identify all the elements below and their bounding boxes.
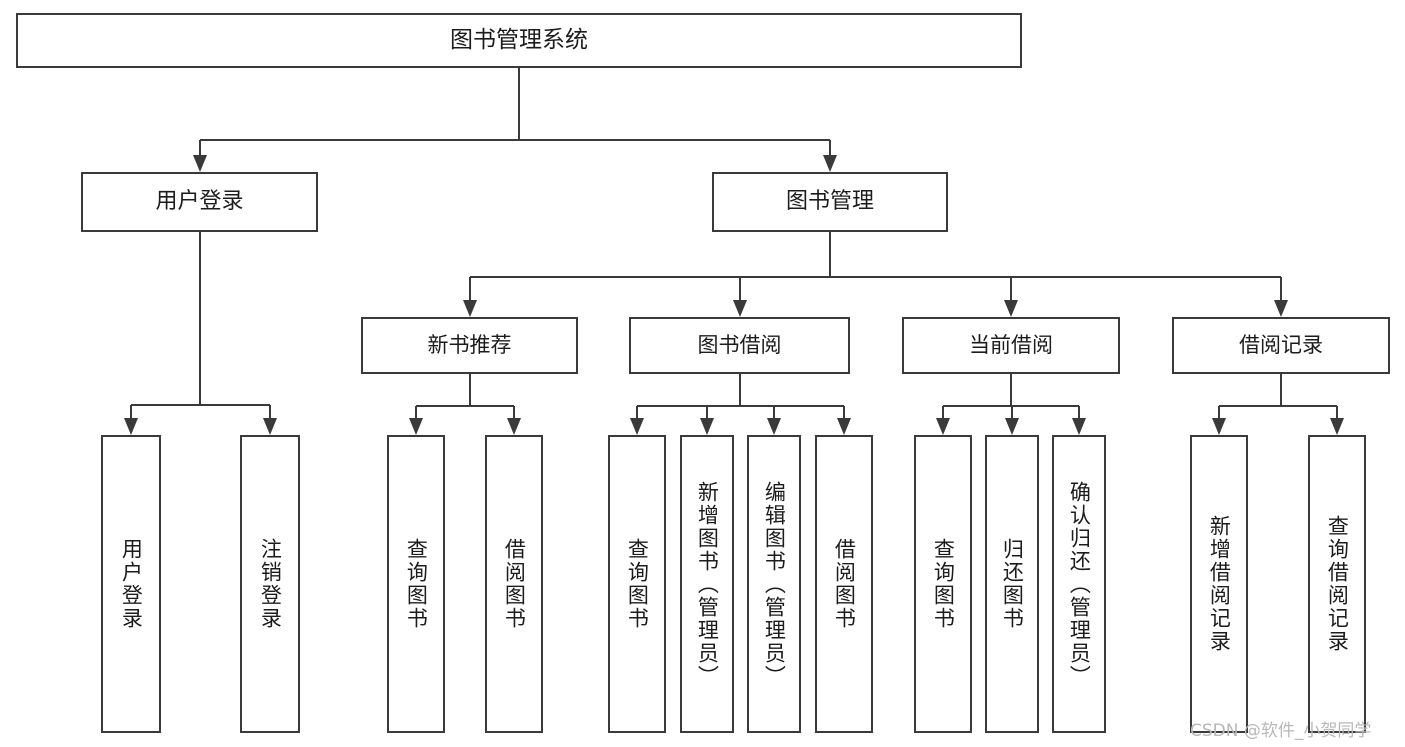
node-book-borrow-label: 图书借阅 — [697, 333, 782, 358]
node-leaf-add-book-label: 新增图书（管理员） — [695, 480, 720, 688]
node-leaf-user-login[interactable]: 用户登录 — [101, 435, 161, 733]
connector-vertical — [468, 374, 471, 406]
connector-vertical — [829, 232, 831, 277]
node-borrow-record-label: 借阅记录 — [1239, 333, 1323, 358]
connector-arrowhead-icon — [1005, 418, 1019, 435]
connector-vertical — [1280, 277, 1282, 300]
connector-arrowhead-icon — [263, 418, 277, 435]
connector-vertical — [513, 406, 515, 418]
connector-vertical — [843, 406, 845, 418]
connector-arrowhead-icon — [732, 300, 747, 317]
node-leaf-query-book-borrow-label: 查询图书 — [625, 538, 650, 630]
connector-vertical — [1218, 406, 1220, 418]
node-leaf-edit-book-label: 编辑图书（管理员） — [762, 480, 787, 688]
connector-vertical — [773, 406, 775, 418]
connector-vertical — [706, 406, 708, 418]
node-borrow-record[interactable]: 借阅记录 — [1172, 317, 1390, 374]
node-leaf-return-book[interactable]: 归还图书 — [985, 435, 1039, 733]
connector-arrowhead-icon — [700, 418, 714, 435]
node-new-book-rec[interactable]: 新书推荐 — [361, 317, 578, 374]
node-leaf-query-book-cur[interactable]: 查询图书 — [914, 435, 972, 733]
node-leaf-add-book[interactable]: 新增图书（管理员） — [680, 435, 734, 733]
connector-vertical — [1280, 374, 1282, 406]
connector-vertical — [415, 406, 417, 418]
node-book-manage-label: 图书管理 — [785, 189, 874, 215]
connector-vertical — [518, 68, 520, 140]
connector-arrowhead-icon — [823, 155, 837, 172]
node-user-login-label: 用户登录 — [155, 189, 244, 215]
connector-vertical — [829, 140, 831, 155]
node-book-borrow[interactable]: 图书借阅 — [629, 317, 850, 374]
connector-vertical — [130, 405, 132, 418]
node-root-label: 图书管理系统 — [450, 26, 588, 53]
node-leaf-edit-book[interactable]: 编辑图书（管理员） — [747, 435, 801, 733]
connector-arrowhead-icon — [1004, 300, 1018, 317]
node-leaf-query-book-cur-label: 查询图书 — [931, 538, 956, 630]
connector-arrowhead-icon — [936, 418, 950, 435]
node-leaf-logout-label: 注销登录 — [258, 538, 283, 630]
connector-vertical — [942, 406, 944, 418]
connector-arrowhead-icon — [1072, 418, 1086, 435]
connector-vertical — [468, 277, 471, 300]
connector-vertical — [1336, 406, 1338, 418]
connector-vertical — [636, 406, 638, 418]
node-leaf-add-record[interactable]: 新增借阅记录 — [1190, 435, 1248, 733]
connector-arrowhead-icon — [409, 418, 423, 435]
node-book-manage[interactable]: 图书管理 — [712, 172, 948, 232]
node-leaf-query-record[interactable]: 查询借阅记录 — [1308, 435, 1366, 733]
node-root[interactable]: 图书管理系统 — [16, 13, 1022, 68]
connector-arrowhead-icon — [192, 155, 207, 172]
node-leaf-confirm-return-label: 确认归还（管理员） — [1067, 480, 1092, 688]
node-leaf-query-book-borrow[interactable]: 查询图书 — [608, 435, 666, 733]
connector-vertical — [198, 140, 201, 155]
connector-arrowhead-icon — [1212, 418, 1226, 435]
node-leaf-user-login-label: 用户登录 — [119, 538, 144, 630]
connector-horizontal — [199, 139, 830, 141]
node-leaf-query-record-label: 查询借阅记录 — [1325, 515, 1350, 653]
connector-vertical — [1078, 406, 1080, 418]
connector-vertical — [269, 405, 271, 418]
connector-vertical — [1010, 374, 1012, 406]
node-leaf-borrow-book-rec[interactable]: 借阅图书 — [485, 435, 543, 733]
connector-horizontal — [416, 405, 514, 407]
node-leaf-borrow-book-rec-label: 借阅图书 — [502, 538, 527, 630]
connector-vertical — [738, 374, 741, 406]
connector-arrowhead-icon — [1274, 300, 1288, 317]
node-leaf-query-book-rec-label: 查询图书 — [404, 538, 429, 630]
node-leaf-borrow-book[interactable]: 借阅图书 — [815, 435, 873, 733]
node-leaf-return-book-label: 归还图书 — [1000, 538, 1025, 630]
node-user-login[interactable]: 用户登录 — [81, 172, 318, 232]
node-new-book-rec-label: 新书推荐 — [427, 333, 512, 358]
connector-vertical — [1011, 406, 1013, 418]
node-leaf-borrow-book-label: 借阅图书 — [832, 538, 857, 630]
connector-arrowhead-icon — [630, 418, 644, 435]
connector-vertical — [198, 232, 201, 405]
node-current-borrow[interactable]: 当前借阅 — [902, 317, 1120, 374]
node-leaf-query-book-rec[interactable]: 查询图书 — [387, 435, 445, 733]
node-leaf-add-record-label: 新增借阅记录 — [1207, 515, 1232, 653]
connector-horizontal — [469, 276, 1281, 278]
connector-arrowhead-icon — [1330, 418, 1344, 435]
node-leaf-logout[interactable]: 注销登录 — [240, 435, 300, 733]
connector-arrowhead-icon — [507, 418, 521, 435]
connector-arrowhead-icon — [767, 418, 781, 435]
connector-horizontal — [637, 405, 844, 407]
connector-arrowhead-icon — [837, 418, 851, 435]
watermark-text: CSDN @软件_小贺同学 — [1190, 721, 1372, 741]
connector-vertical — [1010, 277, 1012, 300]
connector-horizontal — [1219, 405, 1337, 407]
node-current-borrow-label: 当前借阅 — [969, 333, 1053, 358]
node-leaf-confirm-return[interactable]: 确认归还（管理员） — [1052, 435, 1106, 733]
connector-arrowhead-icon — [462, 300, 477, 317]
connector-arrowhead-icon — [124, 418, 138, 435]
connector-horizontal — [131, 404, 270, 406]
connector-vertical — [738, 277, 741, 300]
